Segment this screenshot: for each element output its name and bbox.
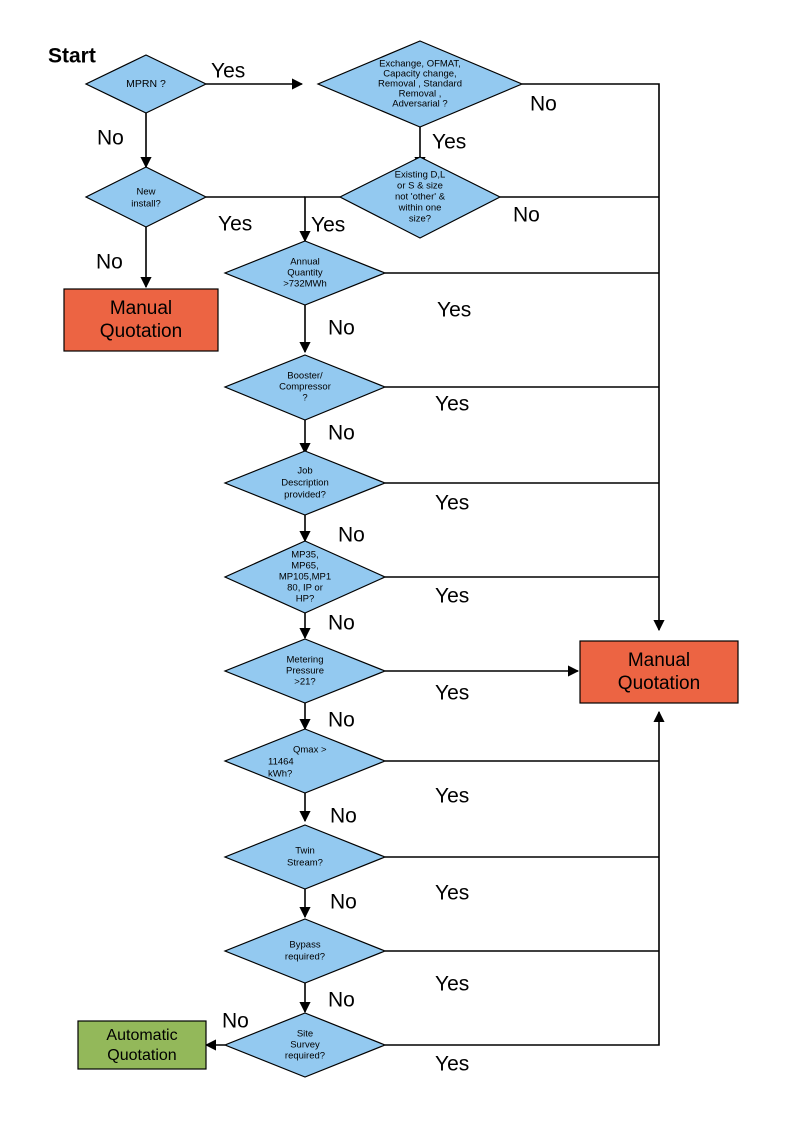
node-bypass-line-0: Bypass xyxy=(289,940,320,951)
node-qmax-line-1: 11464 xyxy=(268,757,294,768)
label-metering-no: No xyxy=(328,709,355,732)
label-mp-yes: Yes xyxy=(435,585,469,608)
node-qmax[interactable]: Qmax > 11464 kWh? xyxy=(223,728,387,794)
node-site-line-2: required? xyxy=(285,1051,325,1062)
node-metering-line-2: >21? xyxy=(294,677,315,688)
node-exchange-line-1: Capacity change, xyxy=(383,69,456,80)
node-mp-line-4: HP? xyxy=(296,594,314,605)
node-twin-line-0: Twin xyxy=(295,846,315,857)
edge-site-yes xyxy=(385,710,665,1046)
node-booster-line-2: ? xyxy=(302,393,307,404)
node-annual-line-1: Quantity xyxy=(287,268,323,279)
node-booster-line-0: Booster/ xyxy=(287,371,323,382)
node-twin-stream[interactable]: Twin Stream? xyxy=(223,824,387,890)
label-new-install-no: No xyxy=(96,251,123,274)
node-booster-line-1: Compressor xyxy=(279,382,331,393)
node-existing-line-3: within one xyxy=(398,203,442,214)
node-annual-line-0: Annual xyxy=(290,257,320,268)
node-manual-quotation-right[interactable]: Manual Quotation xyxy=(579,640,739,704)
label-site-yes: Yes xyxy=(435,1053,469,1076)
node-site-line-0: Site xyxy=(297,1029,313,1040)
label-existing-yes: Yes xyxy=(311,214,345,237)
label-booster-no: No xyxy=(328,422,355,445)
automatic-line-0: Automatic xyxy=(106,1027,177,1044)
node-new-install-line-0: New xyxy=(136,187,155,198)
label-annual-yes: Yes xyxy=(437,299,471,322)
node-mp-types[interactable]: MP35, MP65, MP105,MP1 80, IP or HP? xyxy=(223,540,387,614)
label-annual-no: No xyxy=(328,317,355,340)
label-booster-yes: Yes xyxy=(435,393,469,416)
node-new-install-line-1: install? xyxy=(131,199,161,210)
label-twin-no: No xyxy=(330,891,357,914)
node-bypass-required[interactable]: Bypass required? xyxy=(223,918,387,984)
node-exchange-line-0: Exchange, OFMAT, xyxy=(379,59,461,70)
label-job-no: No xyxy=(338,524,365,547)
label-mprn-yes: Yes xyxy=(211,60,245,83)
label-exchange-yes: Yes xyxy=(432,131,466,154)
node-job-description[interactable]: Job Description provided? xyxy=(223,450,387,516)
node-job-line-1: Description xyxy=(281,478,329,489)
manual-left-line-1: Quotation xyxy=(100,321,182,342)
label-qmax-yes: Yes xyxy=(435,785,469,808)
node-qmax-line-0: Qmax > xyxy=(293,745,327,756)
node-existing-line-4: size? xyxy=(409,214,431,225)
node-metering-line-1: Pressure xyxy=(286,666,324,677)
node-mprn-line-0: MPRN ? xyxy=(126,78,166,90)
node-annual-line-2: >732MWh xyxy=(283,279,327,290)
label-qmax-no: No xyxy=(330,805,357,828)
node-mp-line-1: MP65, xyxy=(291,561,318,572)
automatic-line-1: Quotation xyxy=(107,1047,176,1064)
node-existing-line-1: or S & size xyxy=(397,181,443,192)
label-mp-no: No xyxy=(328,612,355,635)
label-job-yes: Yes xyxy=(435,492,469,515)
node-site-survey[interactable]: Site Survey required? xyxy=(223,1012,387,1078)
node-mp-line-2: MP105,MP1 xyxy=(279,572,331,583)
node-job-line-2: provided? xyxy=(284,490,326,501)
label-bypass-no: No xyxy=(328,989,355,1012)
node-manual-quotation-left[interactable]: Manual Quotation xyxy=(63,288,219,352)
node-qmax-line-2: kWh? xyxy=(268,769,292,780)
node-metering-pressure[interactable]: Metering Pressure >21? xyxy=(223,638,387,704)
node-metering-line-0: Metering xyxy=(287,655,324,666)
node-bypass-line-1: required? xyxy=(285,952,325,963)
manual-right-line-1: Quotation xyxy=(618,673,700,694)
edge-exchange-no xyxy=(522,83,665,632)
node-mp-line-0: MP35, xyxy=(291,550,318,561)
node-mp-line-3: 80, IP or xyxy=(287,583,323,594)
label-metering-yes: Yes xyxy=(435,682,469,705)
node-booster-compressor[interactable]: Booster/ Compressor ? xyxy=(223,354,387,421)
node-exchange-line-4: Adversarial ? xyxy=(392,99,447,110)
node-annual-quantity[interactable]: Annual Quantity >732MWh xyxy=(223,240,387,306)
node-existing-line-0: Existing D,L xyxy=(395,170,446,181)
label-site-no: No xyxy=(222,1010,249,1033)
label-mprn-no: No xyxy=(97,127,124,150)
start-label: Start xyxy=(48,45,96,68)
node-exchange-line-3: Removal , xyxy=(399,89,442,100)
node-mprn[interactable]: MPRN ? xyxy=(84,54,208,114)
node-job-line-0: Job xyxy=(297,466,312,477)
manual-left-line-0: Manual xyxy=(110,298,172,319)
label-twin-yes: Yes xyxy=(435,882,469,905)
node-twin-line-1: Stream? xyxy=(287,858,323,869)
node-exchange-line-2: Removal , Standard xyxy=(378,79,462,90)
label-exchange-no: No xyxy=(530,93,557,116)
label-existing-no: No xyxy=(513,204,540,227)
node-site-line-1: Survey xyxy=(290,1040,320,1051)
node-existing-line-2: not 'other' & xyxy=(395,192,446,203)
manual-right-line-0: Manual xyxy=(628,650,690,671)
label-new-install-yes: Yes xyxy=(218,213,252,236)
node-new-install[interactable]: New install? xyxy=(84,166,208,228)
node-existing-dls[interactable]: Existing D,L or S & size not 'other' & w… xyxy=(338,156,502,239)
label-bypass-yes: Yes xyxy=(435,973,469,996)
node-exchange[interactable]: Exchange, OFMAT, Capacity change, Remova… xyxy=(316,40,524,128)
node-automatic-quotation[interactable]: Automatic Quotation xyxy=(77,1020,207,1070)
